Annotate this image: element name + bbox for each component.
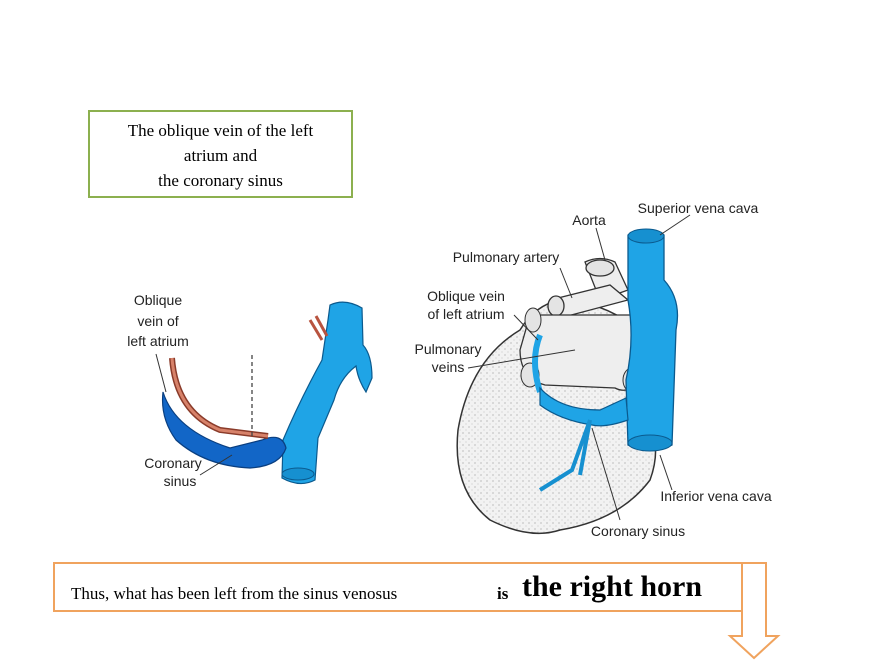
left-label-oblique-1: Oblique <box>134 292 182 308</box>
left-diagram: Oblique vein of left atrium Coronary sin… <box>127 292 373 489</box>
label-inferior-vena-cava: Inferior vena cava <box>660 488 771 504</box>
title-line-2: atrium and <box>183 146 258 165</box>
title-box: The oblique vein of the left atrium and … <box>88 110 353 198</box>
right-horn-opening <box>281 467 315 481</box>
right-oblique-vein <box>532 333 543 393</box>
left-coronary-sinus <box>161 391 287 469</box>
conclusion-box: Thus, what has been left from the sinus … <box>53 562 743 612</box>
label-oblique-vein-1: Oblique vein <box>427 288 505 304</box>
left-label-oblique-3: left atrium <box>127 333 188 349</box>
left-label-coronary-1: Coronary <box>144 455 202 471</box>
label-aorta: Aorta <box>572 212 606 228</box>
title-line-3: the coronary sinus <box>158 171 283 190</box>
right-horn-vessel <box>281 301 373 485</box>
coronary-tributary <box>538 419 592 492</box>
label-superior-vena-cava: Superior vena cava <box>638 200 759 216</box>
left-label-coronary-2: sinus <box>164 473 197 489</box>
right-diagram: Aorta Superior vena cava Pulmonary arter… <box>415 200 772 539</box>
conclusion-text-part2: is <box>497 584 509 603</box>
conclusion-text-emphasis: the right horn <box>522 570 702 603</box>
vena-cava <box>625 229 679 451</box>
label-pulmonary-artery: Pulmonary artery <box>453 249 560 265</box>
label-pulmonary-veins-1: Pulmonary <box>415 341 482 357</box>
label-pulmonary-veins-2: veins <box>432 359 465 375</box>
left-oblique-vein <box>169 357 269 439</box>
right-coronary-sinus <box>539 386 629 427</box>
left-label-oblique-2: vein of <box>137 313 178 329</box>
upper-brown-vessel <box>308 315 329 341</box>
label-coronary-sinus: Coronary sinus <box>591 523 685 539</box>
conclusion-text-part1: Thus, what has been left from the sinus … <box>71 584 398 603</box>
title-line-1: The oblique vein of the left <box>127 121 314 140</box>
label-oblique-vein-2: of left atrium <box>427 306 504 322</box>
